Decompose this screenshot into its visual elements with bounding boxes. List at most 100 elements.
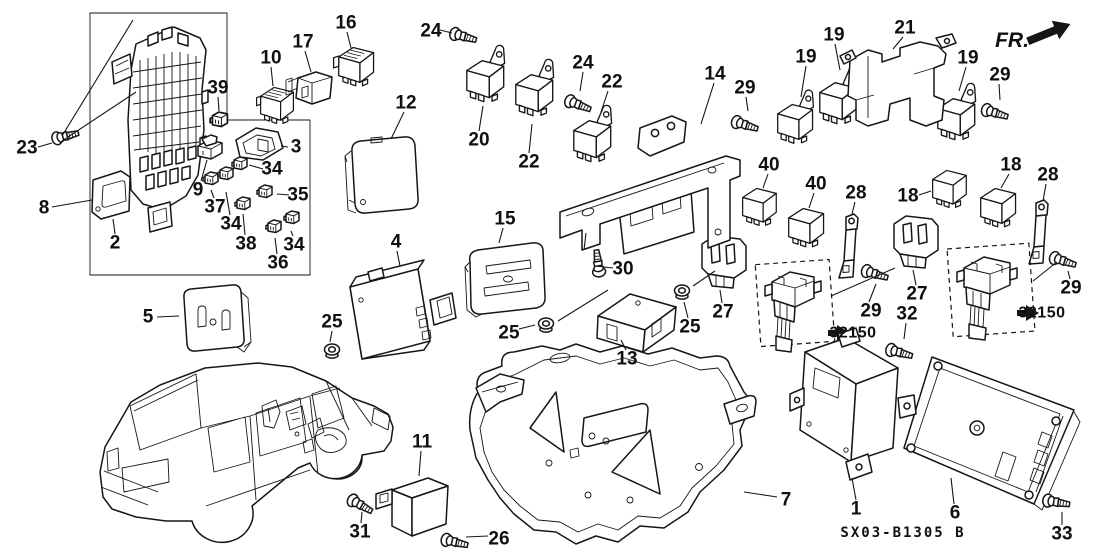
callout-32-46: 32 bbox=[896, 304, 917, 325]
relay-18a bbox=[932, 169, 967, 208]
callout-22-19: 22 bbox=[518, 152, 539, 173]
relay-10 bbox=[255, 86, 294, 125]
box-13 bbox=[596, 293, 677, 353]
callout-23-0: 23 bbox=[16, 138, 37, 159]
callout-21-35: 21 bbox=[894, 18, 916, 39]
connector-socket-right bbox=[946, 242, 1036, 341]
callout-38-13: 38 bbox=[235, 234, 256, 255]
fuse-34c bbox=[283, 210, 300, 225]
callout-40-38: 40 bbox=[758, 155, 779, 176]
callout-1-54: 1 bbox=[851, 499, 862, 520]
bolt-30 bbox=[588, 248, 608, 279]
callout-37-11: 37 bbox=[204, 197, 225, 218]
callout-17-5: 17 bbox=[292, 32, 313, 53]
holder-9 bbox=[197, 134, 223, 160]
callout-11-50: 11 bbox=[412, 432, 433, 453]
bracket-21 bbox=[839, 33, 957, 127]
fr-label: FR. bbox=[995, 29, 1029, 52]
bolt-33 bbox=[1041, 492, 1072, 511]
callout-4-23: 4 bbox=[391, 232, 402, 253]
fuse-box bbox=[111, 26, 209, 233]
callout-20-18: 20 bbox=[468, 130, 489, 151]
callout-29-32: 29 bbox=[734, 78, 755, 99]
fr-arrow bbox=[1026, 20, 1071, 45]
bolt-31 bbox=[344, 491, 376, 518]
bolt-26 bbox=[439, 531, 470, 552]
callout-30-27: 30 bbox=[612, 259, 633, 280]
callout-12-16: 12 bbox=[395, 93, 416, 114]
bracket-14 bbox=[559, 115, 741, 255]
callout-31-51: 31 bbox=[349, 522, 371, 543]
car-outline bbox=[99, 362, 394, 544]
callout-14-31: 14 bbox=[704, 64, 726, 85]
callout-40-39: 40 bbox=[805, 174, 826, 195]
callout-27-30: 27 bbox=[712, 302, 733, 323]
callout-27-45: 27 bbox=[906, 284, 927, 305]
bolt-32 bbox=[883, 341, 915, 363]
relay-40b bbox=[788, 207, 825, 248]
bracket-28b bbox=[1028, 199, 1049, 265]
fuse-36 bbox=[265, 219, 282, 234]
callout-7-53: 7 bbox=[781, 490, 792, 511]
relay-19a bbox=[777, 89, 815, 144]
nut-25a bbox=[323, 343, 341, 359]
callout-33-56: 33 bbox=[1051, 524, 1072, 545]
fuse-38 bbox=[234, 196, 251, 211]
callout-5-24: 5 bbox=[143, 307, 154, 328]
callout-34-8: 34 bbox=[261, 159, 283, 180]
callout-34-15: 34 bbox=[283, 235, 305, 256]
callout-29-47: 29 bbox=[1060, 278, 1081, 299]
callout-34-12: 34 bbox=[220, 214, 242, 235]
callout-29-44: 29 bbox=[860, 301, 881, 322]
callout-29-37: 29 bbox=[989, 65, 1010, 86]
callout-18-41: 18 bbox=[897, 186, 918, 207]
callout-32150-49: 32150 bbox=[1019, 305, 1066, 322]
callout-10-4: 10 bbox=[260, 48, 281, 69]
callout-19-34: 19 bbox=[823, 25, 844, 46]
relay-18b bbox=[980, 187, 1017, 228]
callout-15-22: 15 bbox=[494, 209, 516, 230]
bracket-8-2 bbox=[91, 170, 131, 220]
callout-6-55: 6 bbox=[950, 503, 961, 524]
callout-3-7: 3 bbox=[291, 137, 302, 158]
mount-plate-7 bbox=[468, 343, 757, 545]
callout-8-1: 8 bbox=[39, 198, 50, 219]
callout-35-9: 35 bbox=[287, 185, 309, 206]
fusebox-frame-border bbox=[89, 12, 311, 276]
callout-layer: 2382391017163343593734383634122420222422… bbox=[16, 13, 1081, 550]
leader-lines bbox=[37, 19, 1071, 538]
bolt-29c bbox=[859, 262, 891, 285]
fuse-34b bbox=[217, 166, 234, 181]
fuse-35 bbox=[256, 184, 273, 199]
callout-28-43: 28 bbox=[1037, 165, 1058, 186]
callout-13-28: 13 bbox=[616, 349, 637, 370]
connector-17 bbox=[285, 71, 333, 105]
callout-18-42: 18 bbox=[1000, 155, 1021, 176]
fuse-39 bbox=[209, 111, 229, 128]
callout-32150-48: 32150 bbox=[830, 325, 877, 342]
fuse-37 bbox=[202, 171, 219, 186]
nut-25c bbox=[673, 284, 691, 300]
bracket-28a bbox=[838, 213, 859, 279]
bolt-24b bbox=[562, 92, 594, 116]
bolt-29d bbox=[1047, 249, 1079, 272]
bolt-29a bbox=[729, 113, 761, 136]
connector-socket-left bbox=[754, 258, 836, 353]
bolt-24a bbox=[447, 25, 479, 47]
callout-24-20: 24 bbox=[572, 53, 594, 74]
nut-25b bbox=[537, 317, 555, 333]
module-11 bbox=[375, 477, 449, 537]
callout-2-2: 2 bbox=[110, 233, 121, 254]
module-15 bbox=[464, 242, 546, 318]
bolt-23 bbox=[49, 125, 81, 147]
callout-39-3: 39 bbox=[207, 78, 228, 99]
callout-24-17: 24 bbox=[420, 21, 442, 42]
callout-16-6: 16 bbox=[335, 13, 356, 34]
callout-26-52: 26 bbox=[488, 529, 509, 550]
ref-arrow-right bbox=[1017, 305, 1039, 321]
callout-36-14: 36 bbox=[267, 253, 288, 274]
ecu-1 bbox=[789, 327, 899, 481]
callout-22-21: 22 bbox=[601, 72, 622, 93]
relay-40a bbox=[742, 187, 777, 226]
